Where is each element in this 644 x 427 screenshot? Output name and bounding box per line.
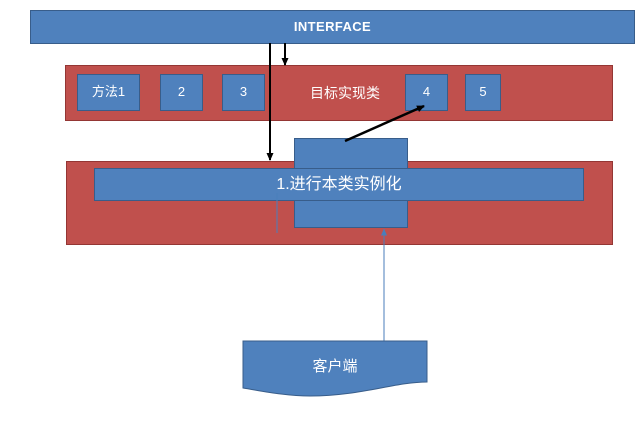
method-box-5[interactable]: 5 [465,74,501,111]
impl-class-label: 目标实现类 [310,84,380,101]
instantiation-bar: 1.进行本类实例化 [94,168,584,201]
method-box-4[interactable]: 4 [405,74,448,111]
method-box-1[interactable]: 方法1 [77,74,140,111]
method-box-3[interactable]: 3 [222,74,265,111]
client-label: 客户端 [312,357,358,375]
interface-bar: INTERFACE [30,10,635,44]
impl-class-band [65,65,613,121]
method-box-2[interactable]: 2 [160,74,203,111]
